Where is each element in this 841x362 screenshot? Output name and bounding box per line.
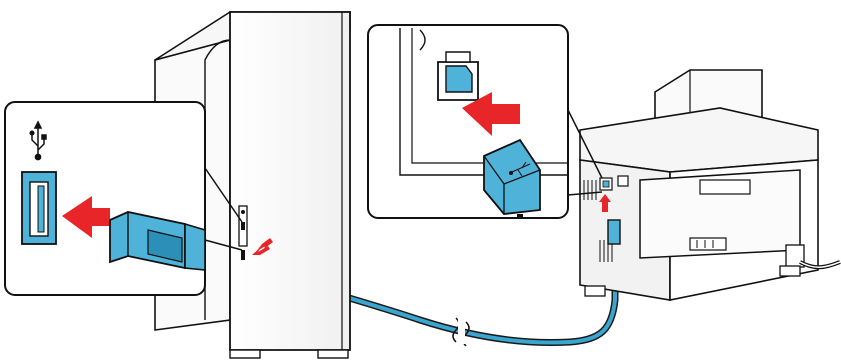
callout-printer-usb-port	[368, 25, 602, 218]
printer-rear-view	[580, 70, 840, 300]
cable-connector-printer-end	[608, 220, 620, 244]
usb-a-port	[22, 172, 56, 244]
